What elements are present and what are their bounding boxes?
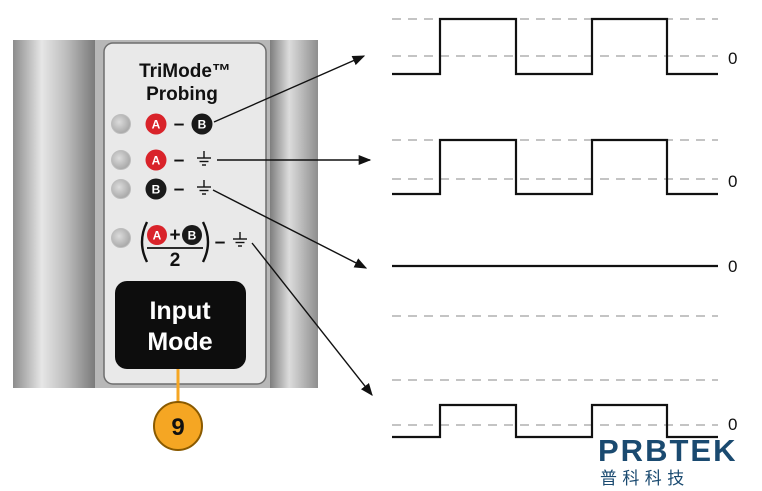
mode-led-b-minus-ground — [111, 179, 131, 199]
minus-sign: – — [174, 150, 185, 171]
input-b-label: B — [188, 229, 197, 243]
mode-arrows — [212, 55, 373, 396]
arrow-common-mode — [251, 242, 373, 396]
ground-icon — [197, 151, 211, 166]
waveform-trace — [392, 138, 718, 196]
input-a-label: A — [152, 118, 161, 132]
input-b-badge — [182, 225, 202, 245]
waveform-trace — [392, 17, 718, 76]
waveform-common-mode: 0 — [392, 315, 737, 439]
mode-row-a-minus-ground[interactable]: A – — [111, 149, 212, 172]
front-panel: TriMode™ Probing A – B A – — [13, 40, 318, 451]
callout-label: 9 — [171, 414, 184, 441]
waveform-b-minus-ground: 0 — [392, 257, 737, 276]
waveform-a-minus-b: 0 — [392, 17, 737, 76]
callout-circle — [153, 401, 203, 451]
ground-icon — [233, 232, 247, 247]
input-b-label: B — [152, 183, 161, 197]
input-b-badge — [191, 113, 213, 135]
brand-subtitle: 普 科 科 技 — [600, 469, 684, 489]
plus-sign: + — [169, 225, 180, 246]
callout-9: 9 — [153, 369, 203, 451]
mode-led-a-minus-ground — [111, 150, 131, 170]
input-b-badge — [145, 178, 167, 200]
minus-sign: – — [215, 232, 226, 253]
panel-left-rail — [13, 40, 95, 388]
arrow-b-minus-ground — [212, 189, 368, 269]
mode-led-common-mode — [111, 228, 131, 248]
mode-led-a-minus-b — [111, 114, 131, 134]
input-mode-button[interactable]: Input Mode — [115, 281, 246, 369]
mode-row-b-minus-ground[interactable]: B – — [111, 178, 212, 201]
input-mode-button-line2: Mode — [147, 328, 212, 356]
input-a-badge — [147, 225, 167, 245]
panel-title-line1: TriMode™ — [139, 61, 231, 82]
input-a-label: A — [153, 229, 162, 243]
minus-sign: – — [174, 179, 185, 200]
input-a-badge — [145, 149, 167, 171]
zero-label: 0 — [728, 257, 737, 276]
input-mode-button-line1: Input — [149, 297, 211, 325]
brand-logo: PRBTEK 普 科 科 技 — [598, 433, 737, 489]
mode-row-a-minus-b[interactable]: A – B — [111, 113, 213, 136]
input-a-badge — [145, 113, 167, 135]
zero-label: 0 — [728, 415, 737, 434]
waveform-trace — [392, 403, 718, 439]
arrow-a-minus-b — [213, 55, 366, 123]
input-mode-button-face[interactable] — [115, 281, 246, 369]
zero-label: 0 — [728, 49, 737, 68]
divisor: 2 — [170, 250, 181, 271]
zero-label: 0 — [728, 172, 737, 191]
minus-sign: – — [174, 114, 185, 135]
waveform-a-minus-ground: 0 — [392, 138, 737, 196]
brand-name: PRBTEK — [598, 433, 737, 468]
panel-title-line2: Probing — [146, 84, 218, 105]
panel-right-rail — [270, 40, 318, 388]
input-a-label: A — [152, 154, 161, 168]
input-b-label: B — [198, 118, 207, 132]
right-paren — [201, 221, 210, 263]
ground-icon — [197, 180, 211, 195]
left-paren — [140, 221, 149, 263]
mode-row-common-mode[interactable]: A + B 2 – — [111, 221, 248, 271]
